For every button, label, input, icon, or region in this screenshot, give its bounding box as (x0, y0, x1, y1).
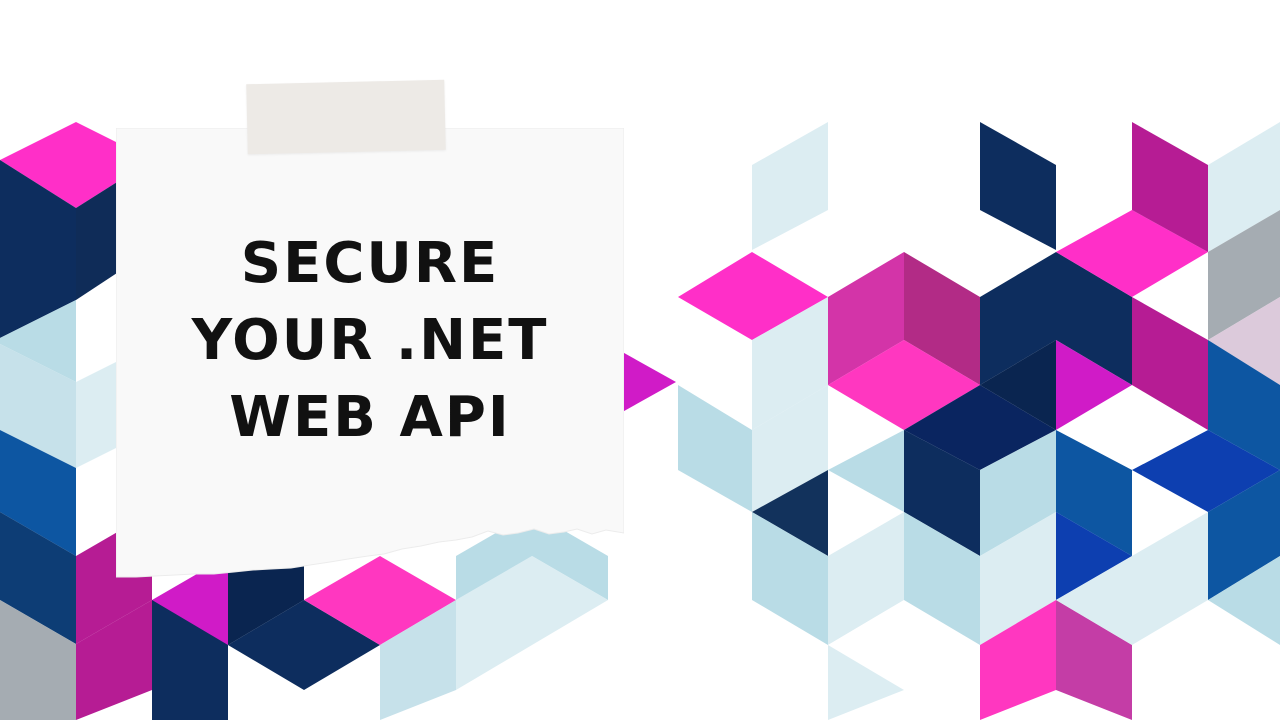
cube-face (904, 385, 1056, 470)
cube-face (752, 470, 828, 556)
cube-face (456, 556, 532, 690)
cube-face (0, 344, 76, 468)
cube-face (0, 430, 76, 556)
cube-face (380, 600, 456, 720)
cube-face (752, 512, 828, 645)
cube-face (0, 600, 76, 720)
cube-face (1056, 252, 1132, 385)
cube-face (980, 600, 1056, 720)
cube-face (304, 556, 456, 645)
tape-strip (246, 79, 446, 155)
cube-face (1056, 430, 1132, 556)
cube-face (1132, 297, 1208, 430)
cube-face (828, 430, 904, 512)
cube-face (1132, 430, 1280, 512)
cube-face (752, 122, 828, 250)
cube-face (828, 252, 904, 385)
cube-face (532, 556, 608, 645)
cube-face (152, 600, 228, 720)
title-line-3: WEB API (229, 385, 511, 450)
cube-face (980, 340, 1056, 430)
cube-face (980, 252, 1056, 385)
cube-face (0, 160, 76, 338)
cube-face (1208, 297, 1280, 385)
cube-face (904, 430, 980, 556)
title-line-2: YOUR .NET (191, 308, 549, 373)
cube-face (904, 512, 980, 645)
cube-face (76, 600, 152, 720)
cube-face (678, 385, 752, 512)
cube-face (1208, 470, 1280, 600)
cube-face (1056, 512, 1132, 600)
sticky-note (116, 128, 624, 580)
cube-face (0, 122, 152, 208)
cube-face (828, 512, 904, 645)
cube-face (1208, 210, 1280, 340)
left-cube-cluster (0, 122, 676, 720)
cube-face (678, 252, 828, 340)
slide-title: SECURE YOUR .NET WEB API (116, 225, 624, 456)
cube-face (608, 344, 676, 420)
cube-face (752, 297, 828, 430)
right-cube-cluster (678, 122, 1280, 720)
cube-face (752, 385, 828, 512)
cube-face (1056, 340, 1132, 430)
cube-face (980, 122, 1056, 250)
cube-face (1208, 556, 1280, 645)
cube-face (1056, 210, 1208, 297)
cube-face (1132, 122, 1208, 252)
note-paper (116, 128, 624, 578)
cube-face (980, 512, 1056, 645)
cube-face (828, 645, 904, 720)
cube-face (1056, 556, 1132, 645)
cube-face (1132, 512, 1208, 645)
cube-face (904, 252, 980, 385)
cube-face (1056, 600, 1132, 720)
cube-face (1208, 122, 1280, 252)
cube-face (980, 430, 1056, 556)
cube-face (1208, 340, 1280, 470)
title-line-1: SECURE (240, 231, 500, 296)
cube-face (0, 300, 76, 382)
